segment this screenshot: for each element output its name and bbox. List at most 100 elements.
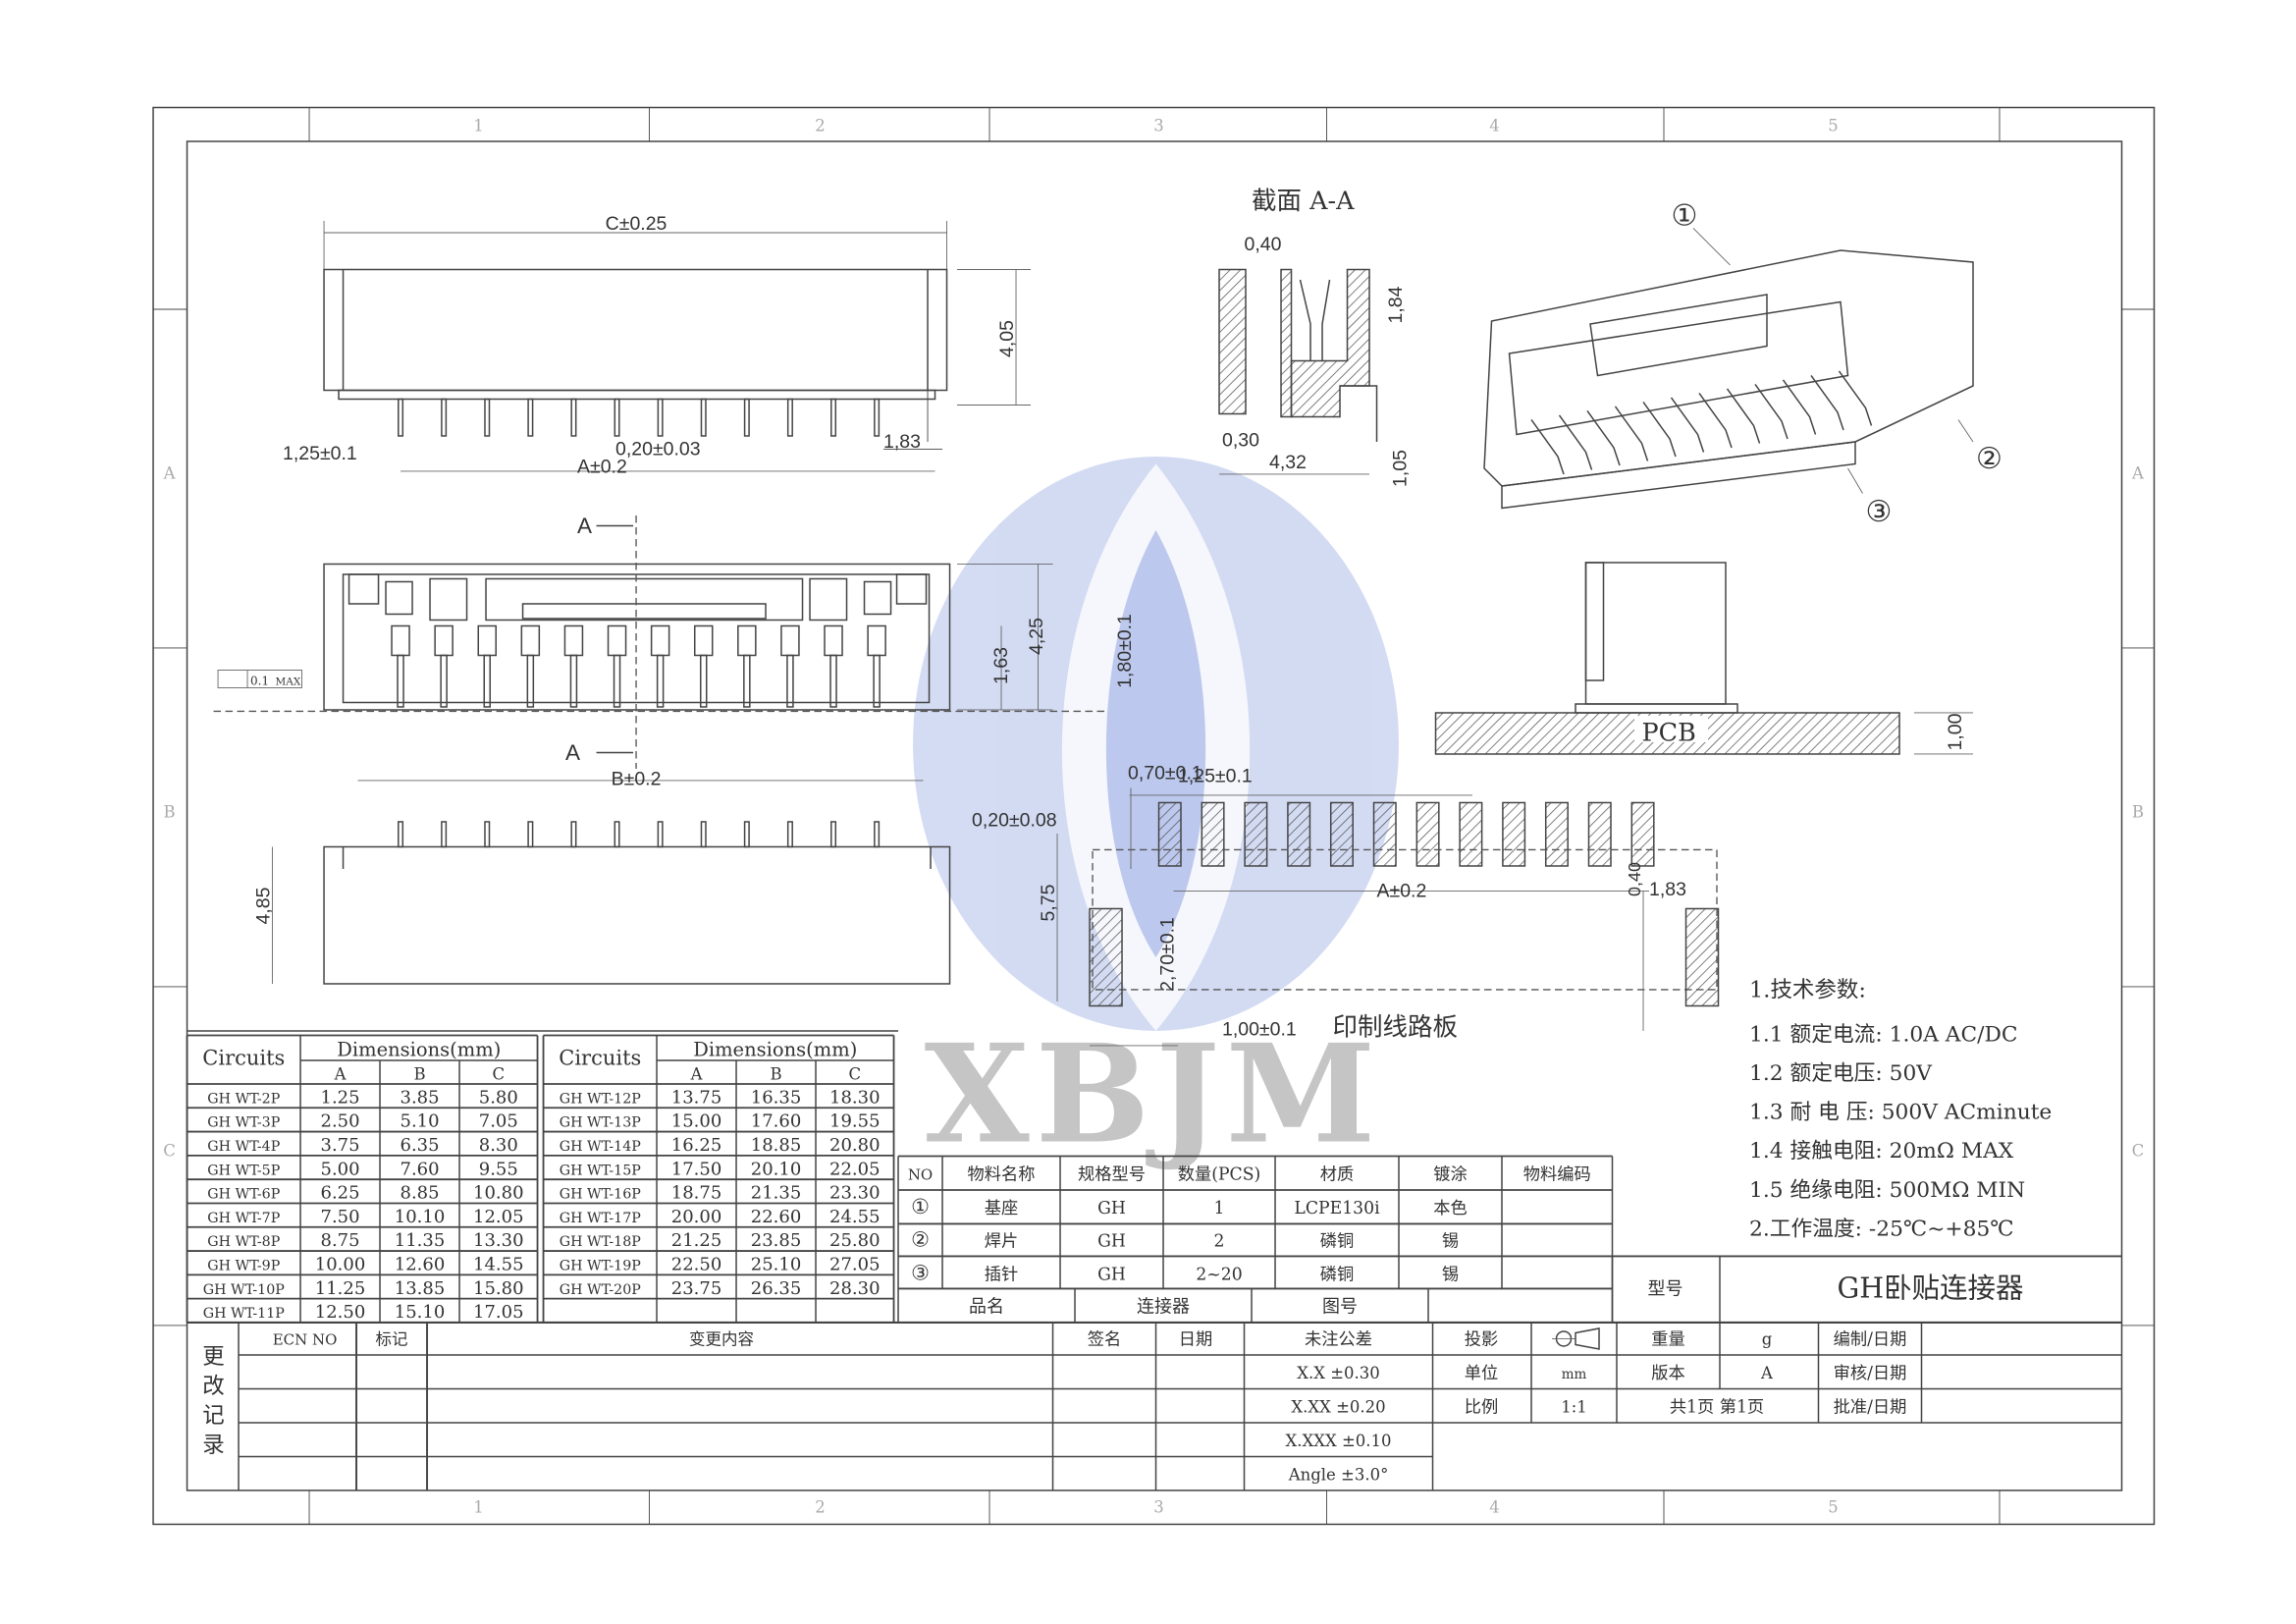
model-label: 型号 xyxy=(1648,1278,1683,1299)
materials-footer-cell: 连接器 xyxy=(1137,1296,1190,1317)
contact-slot xyxy=(650,624,670,657)
drawing-title: GH卧贴连接器 xyxy=(1837,1272,2023,1304)
materials-header: NO xyxy=(908,1165,933,1183)
dimension-value: 12.60 xyxy=(395,1255,446,1275)
dimension-value: 25.10 xyxy=(751,1255,802,1275)
materials-footer-cell: 图号 xyxy=(1322,1296,1358,1317)
pcb-pad xyxy=(1287,801,1311,867)
dimension-value: 1.25 xyxy=(321,1087,360,1108)
iso-pin xyxy=(1838,370,1873,426)
weight-value: g xyxy=(1762,1329,1773,1348)
dimension-value: 22.05 xyxy=(829,1159,881,1179)
tolerance-row: X.X ±0.30 xyxy=(1297,1364,1379,1382)
contact-pin xyxy=(569,654,578,708)
dimension-value: 17.50 xyxy=(671,1159,722,1179)
pin xyxy=(614,821,620,848)
dim-pad-width: 0,70±0.1 xyxy=(1128,762,1202,784)
dimension-value: 18.75 xyxy=(671,1183,722,1204)
circuit-name: GH WT-3P xyxy=(207,1115,280,1131)
dimension-value: 8.85 xyxy=(400,1183,440,1204)
pin xyxy=(527,398,534,437)
spec-item: 2.工作温度: -25℃~+85℃ xyxy=(1749,1217,2014,1241)
contact-pin xyxy=(526,654,535,708)
scale-value: 1:1 xyxy=(1561,1397,1587,1416)
dimension-value: 7.05 xyxy=(479,1111,518,1132)
zone-col-label: 5 xyxy=(1828,1497,1839,1516)
specs-title: 1.技术参数: xyxy=(1749,977,1866,1002)
dimension-value: 24.55 xyxy=(829,1207,881,1227)
contact-slot xyxy=(520,624,541,657)
dim-total: 5,75 xyxy=(1038,884,1059,921)
contact-slot xyxy=(780,624,800,657)
materials-header: 镀涂 xyxy=(1433,1164,1467,1184)
pcb-pad xyxy=(1415,801,1440,867)
page-count: 共1页 第1页 xyxy=(1670,1397,1764,1417)
pin xyxy=(527,821,534,848)
materials-cell: LCPE130i xyxy=(1294,1199,1380,1218)
dimension-value: 18.30 xyxy=(829,1087,881,1108)
contact-pin xyxy=(613,654,621,708)
tolerance-row: X.XXX ±0.10 xyxy=(1286,1432,1392,1450)
dim-432: 4,32 xyxy=(1269,452,1307,473)
pin xyxy=(874,398,881,437)
dimension-value: 12.05 xyxy=(473,1207,524,1227)
front-view: C±0.25 4,05 1,25±0.1 0,20±0.03 A±0.2 1,8… xyxy=(283,213,1032,477)
materials-cell: GH xyxy=(1097,1199,1126,1218)
pcb-pad xyxy=(1201,801,1225,867)
pin xyxy=(743,398,750,437)
materials-cell: 磷铜 xyxy=(1320,1232,1354,1252)
side-view: 4,85 xyxy=(253,821,951,985)
pin xyxy=(786,821,793,848)
zone-col-label: 3 xyxy=(1153,1497,1163,1516)
materials-cell: ① xyxy=(911,1195,930,1218)
dim-gap: 0,20±0.08 xyxy=(972,809,1057,831)
ecn-header: ECN NO xyxy=(273,1330,338,1348)
dim-height-485: 4,85 xyxy=(253,887,275,924)
tolerance-header: 未注公差 xyxy=(1305,1329,1372,1349)
dim-270: 2,70±0.1 xyxy=(1157,917,1179,992)
version-value: A xyxy=(1760,1364,1774,1382)
change-record-label: 记 xyxy=(202,1403,224,1429)
circuit-name: GH WT-16P xyxy=(560,1187,642,1203)
circuit-name: GH WT-10P xyxy=(203,1282,286,1298)
zone-col-label: 4 xyxy=(1489,116,1500,135)
spec-item: 1.3 耐 电 压: 500V ACminute xyxy=(1749,1101,2052,1125)
dim-a-layout: A±0.2 xyxy=(1377,880,1427,901)
dimension-value: 15.10 xyxy=(395,1302,446,1323)
dimension-value: 6.35 xyxy=(400,1135,440,1156)
pcb-layout: 0,70±0.1 1,25±0.1 0,20±0.08 5,75 A±0.2 0… xyxy=(972,762,1720,1047)
iso-pin xyxy=(1558,414,1593,470)
contact-slot xyxy=(737,624,757,657)
materials-cell: GH xyxy=(1097,1265,1126,1284)
section-mark-bottom: A xyxy=(565,740,580,765)
circuit-name: GH WT-17P xyxy=(560,1211,642,1226)
dimension-value: 15.00 xyxy=(671,1111,722,1132)
pin xyxy=(830,398,837,437)
contact-pin xyxy=(743,654,751,708)
zone-row-label: C xyxy=(163,1141,176,1160)
dimension-value: 13.75 xyxy=(671,1087,722,1108)
circuit-name: GH WT-7P xyxy=(207,1211,280,1226)
iso-pin xyxy=(1670,397,1705,453)
change-record-label: 改 xyxy=(202,1374,224,1399)
dimension-value: 16.35 xyxy=(751,1087,802,1108)
contact-pin xyxy=(656,654,665,708)
materials-cell: GH xyxy=(1097,1232,1126,1252)
dimension-value: 8.75 xyxy=(321,1230,360,1251)
dim-depth-425: 4,25 xyxy=(1026,618,1047,655)
contact-slot xyxy=(824,624,843,657)
contact-pin xyxy=(786,654,794,708)
pin xyxy=(786,398,793,437)
materials-header: 物料名称 xyxy=(968,1164,1036,1184)
iso-pin xyxy=(1810,375,1844,431)
dimension-value: 18.85 xyxy=(751,1135,802,1156)
spec-item: 1.4 接触电阻: 20mΩ MAX xyxy=(1749,1139,2014,1164)
pin xyxy=(874,821,881,848)
materials-cell: 2 xyxy=(1214,1232,1225,1252)
dimension-value: 13.30 xyxy=(473,1230,524,1251)
zone-col-label: 2 xyxy=(815,1497,825,1516)
dimension-value: 11.35 xyxy=(395,1230,446,1251)
pcb-thickness: 1,00 xyxy=(1945,713,1966,750)
